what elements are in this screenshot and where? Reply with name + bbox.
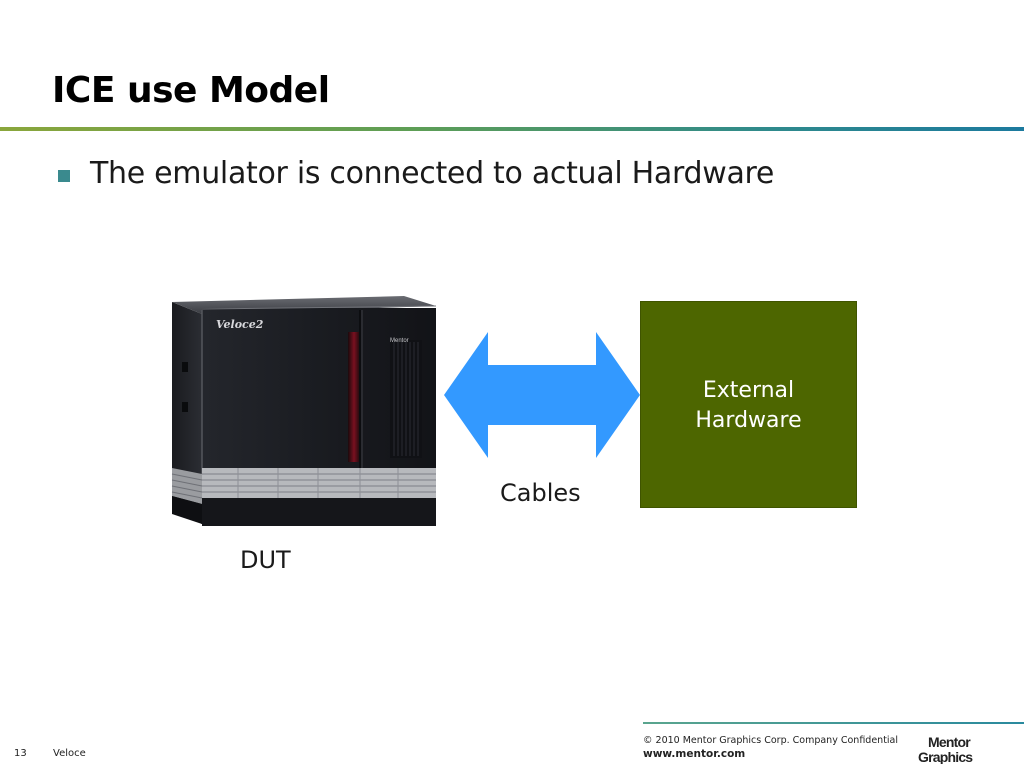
svg-text:Graphics: Graphics bbox=[918, 749, 973, 764]
emulator-brand: Veloce2 bbox=[216, 318, 264, 331]
title-divider bbox=[0, 127, 1024, 131]
bullet-marker bbox=[58, 170, 70, 182]
page-number: 13 bbox=[14, 748, 27, 759]
slide-title: ICE use Model bbox=[52, 70, 330, 111]
bidirectional-arrow-icon bbox=[444, 332, 640, 458]
product-name: Veloce bbox=[53, 748, 86, 759]
dut-label: DUT bbox=[240, 546, 291, 574]
footer-divider bbox=[643, 722, 1024, 724]
copyright-text: © 2010 Mentor Graphics Corp. Company Con… bbox=[643, 735, 898, 746]
mentor-graphics-logo: Mentor Graphics bbox=[916, 734, 998, 764]
svg-text:Mentor: Mentor bbox=[928, 734, 971, 750]
website-link[interactable]: www.mentor.com bbox=[643, 748, 745, 760]
bullet-text: The emulator is connected to actual Hard… bbox=[90, 156, 774, 191]
cables-label: Cables bbox=[500, 479, 581, 507]
svg-text:Mentor: Mentor bbox=[390, 338, 409, 344]
emulator-image: Veloce2 Mentor bbox=[168, 292, 440, 528]
